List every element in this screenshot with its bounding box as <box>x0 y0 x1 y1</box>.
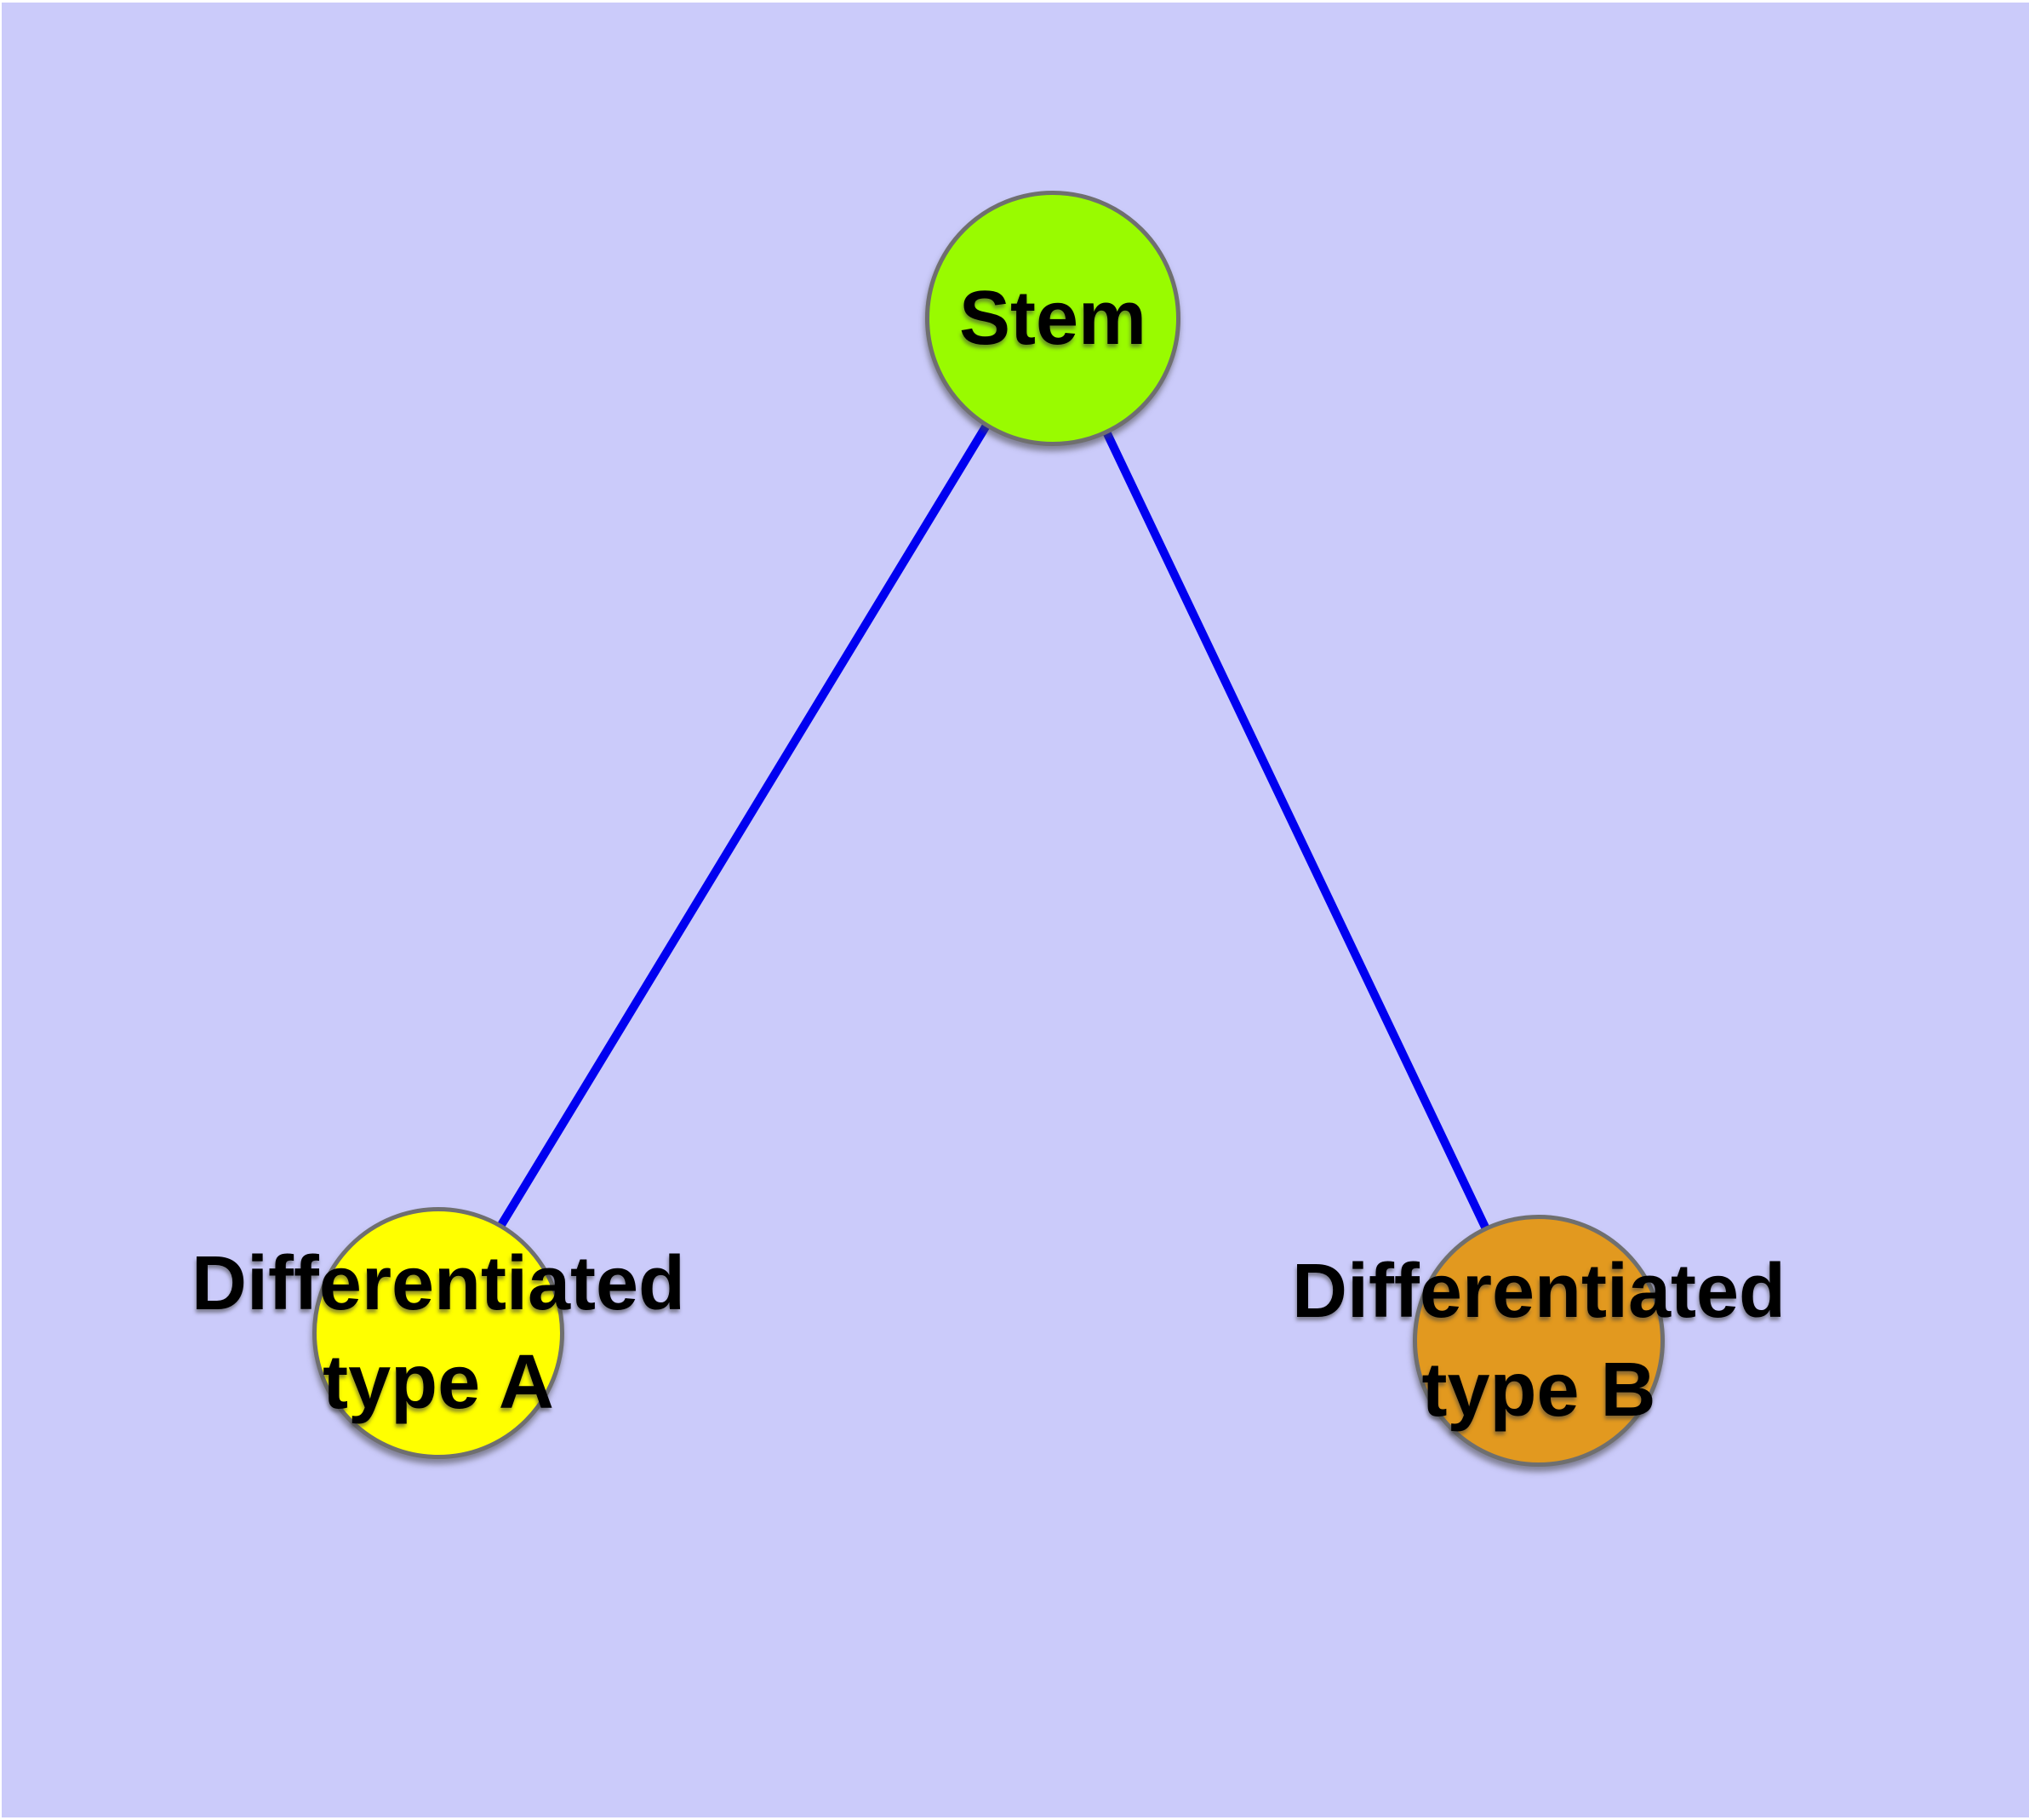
edge-layer <box>434 315 1541 1339</box>
stem-circle <box>925 191 1180 446</box>
edge-stem-to-type-a <box>434 315 1056 1332</box>
diagram-canvas: Stem Differentiated type A Differentiate… <box>2 3 2029 1817</box>
edge-stem-to-type-b <box>1048 315 1541 1339</box>
differentiated-type-b-circle <box>1413 1215 1665 1467</box>
differentiated-type-a-circle <box>312 1207 564 1459</box>
